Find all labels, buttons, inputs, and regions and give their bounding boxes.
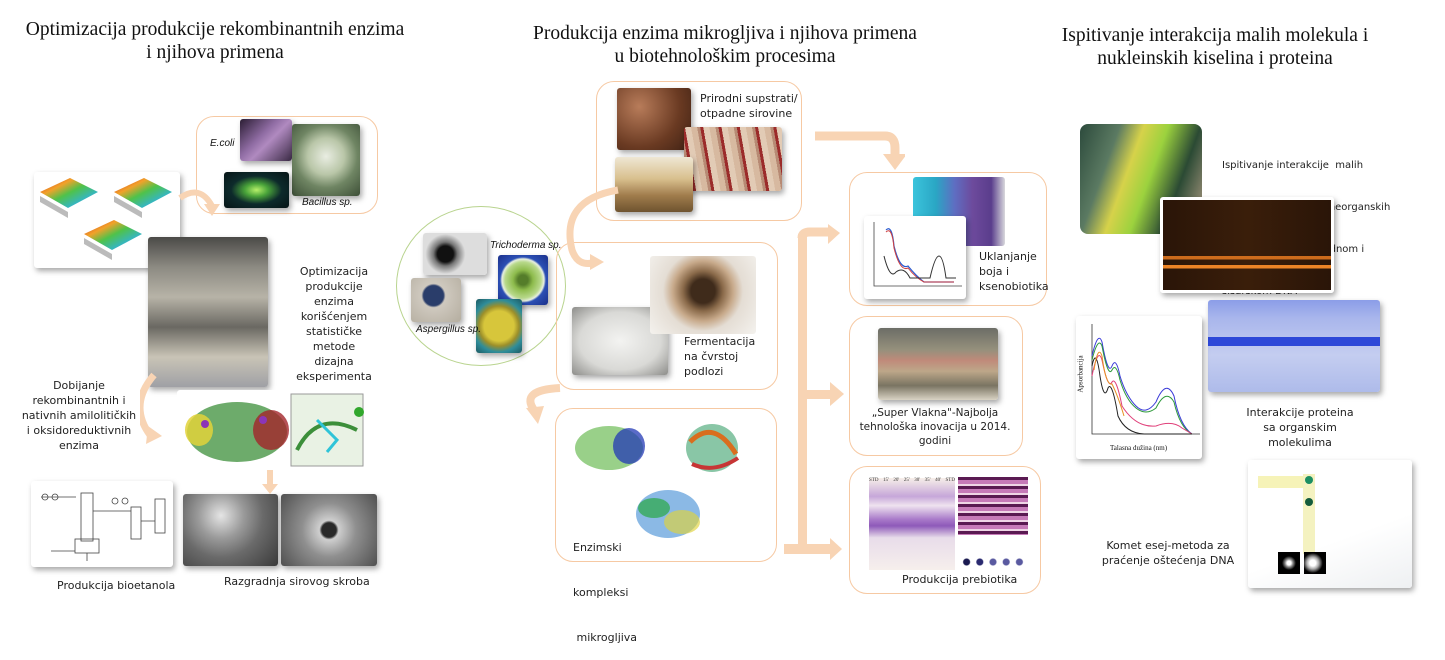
comet-image-2 xyxy=(1304,552,1326,574)
enzyme-complexes-label: Enzimski kompleksi mikrogljiva xyxy=(573,541,638,644)
arrow-head-icon xyxy=(883,154,905,170)
enzyme-complexes-structures xyxy=(575,424,740,538)
column-2-title-line1: Produkcija enzima mikrogljiva i njihova … xyxy=(533,23,917,44)
dyes-removal-label: Uklanjanje boja i ksenobiotika xyxy=(979,250,1049,293)
fungi-circle xyxy=(396,206,566,366)
agarose-gel-image xyxy=(1160,197,1334,293)
spectrum-curve-orange xyxy=(1093,351,1125,417)
tlc-plate-2 xyxy=(958,477,1028,535)
bioethanol-label: Produkcija bioetanola xyxy=(57,579,176,592)
spectrum-axes xyxy=(1091,324,1200,435)
column-3-title-line2: nukleinskih kiselina i proteina xyxy=(1097,48,1333,69)
bacterium-image xyxy=(224,172,289,208)
column-2-title: Produkcija enzima mikrogljiva i njihova … xyxy=(495,22,955,68)
arrow-down-icon xyxy=(262,484,278,494)
super-fibers-image xyxy=(878,328,998,400)
response-surface-plots xyxy=(34,172,180,268)
spectrum-ylabel: Apsorbancija xyxy=(1076,355,1085,393)
starch-sem-image-2 xyxy=(281,494,377,566)
spectrum-curve-green xyxy=(1091,342,1193,435)
arrow-surface-to-bioreactor xyxy=(178,189,215,208)
corncobs-image xyxy=(684,127,782,191)
spectrum-curve-black xyxy=(1091,357,1192,435)
comet-image-1 xyxy=(1278,552,1300,574)
aspergillus-plate-image xyxy=(423,233,487,275)
column-1-title: Optimizacija produkcije rekombinantnih e… xyxy=(0,18,430,64)
arrow-to-dyes xyxy=(828,224,840,244)
column-3-title-line1: Ispitivanje interakcija malih molekula i xyxy=(1061,25,1369,46)
starch-sem-image-1 xyxy=(183,494,278,566)
trichoderma-label: Trichoderma sp. xyxy=(490,240,562,251)
arrow-substrates-to-fermentation xyxy=(566,186,619,267)
tlc-plate-1 xyxy=(869,478,955,570)
fermentation-label: Fermentacija na čvrstoj podlozi xyxy=(684,335,756,378)
response-surface-svg xyxy=(40,178,172,260)
substrates-label: Prirodni supstrati/ otpadne sirovine xyxy=(700,92,798,120)
ecoli-image xyxy=(240,119,292,161)
starch-degradation-label: Razgradnja sirovog skroba xyxy=(224,575,370,588)
nucleoid-icon xyxy=(1305,498,1313,506)
column-2-title-line2: u biotehnološkim procesima xyxy=(614,46,836,67)
surface-plot-a xyxy=(40,178,98,208)
fermented-substrate-image xyxy=(650,256,756,334)
prebiotics-label: Produkcija prebiotika xyxy=(902,573,1018,586)
arrow-substrates-to-dyes xyxy=(815,131,905,170)
bracket-arrows xyxy=(784,224,844,560)
bioethanol-scheme-image xyxy=(31,481,173,567)
surface-plot-b xyxy=(114,178,172,208)
bioreactor-image xyxy=(148,237,268,387)
arrow-fermentation-to-complexes xyxy=(526,384,561,413)
substrates-box xyxy=(596,81,802,221)
tlc-spots xyxy=(960,538,1026,568)
enzyme-complexes-box xyxy=(555,408,777,562)
arrow-to-prebiotics xyxy=(830,538,842,560)
arrow-bioreactor-to-enzymes xyxy=(140,372,157,438)
super-fibers-label: „Super Vlakna"-Najbolja tehnološka inova… xyxy=(859,407,1011,447)
spectrum-curve-blue xyxy=(1091,337,1193,435)
prebiotics-box xyxy=(849,466,1041,594)
wheat-image xyxy=(615,157,693,212)
comet-assay-label: Komet esej-metoda za praćenje oštećenja … xyxy=(1101,539,1235,567)
hazelnuts-image xyxy=(617,88,691,150)
aspergillus-conidiophore-image xyxy=(411,278,461,322)
super-fibers-box xyxy=(849,316,1023,456)
fermentation-box xyxy=(556,242,778,390)
bacteria-box xyxy=(196,116,378,214)
conidia-image xyxy=(476,299,522,353)
optimization-label: Optimizacija produkcije enzima korišćenj… xyxy=(296,265,372,383)
surface-plot-c xyxy=(84,220,142,250)
dyes-removal-box xyxy=(849,172,1047,306)
bacillus-label: Bacillus sp. xyxy=(302,197,353,208)
spectrum-xlabel: Talasna dužina (nm) xyxy=(1110,444,1168,452)
absorbance-spectrum-chart: Apsorbancija Talasna dužina (nm) xyxy=(1076,316,1202,459)
comet-assay-scheme xyxy=(1248,460,1412,588)
ecoli-label: E.coli xyxy=(210,138,235,149)
column-1-title-line1: Optimizacija produkcije rekombinantnih e… xyxy=(25,19,405,40)
column-1-title-line2: i njihova primena xyxy=(146,42,284,63)
sds-page-gel-image xyxy=(1208,300,1380,392)
column-1-arrows xyxy=(140,189,220,444)
arrow-to-fibers xyxy=(830,382,844,406)
cell-icon xyxy=(1305,476,1313,484)
trichoderma-image xyxy=(498,255,548,305)
recombinant-enzymes-label: Dobijanje rekombinantnih i nativnih amil… xyxy=(21,379,137,452)
column-3-title: Ispitivanje interakcija malih molekula i… xyxy=(1005,24,1425,70)
dye-spectrum-image xyxy=(864,216,966,299)
protein-interaction-label: Interakcije proteina sa organskim moleku… xyxy=(1246,406,1354,449)
aspergillus-label: Aspergillus sp. xyxy=(416,324,482,335)
column-2-curved-arrows xyxy=(526,186,619,424)
spectrum-curve-pink xyxy=(1091,355,1193,435)
bacillus-plate-image xyxy=(292,124,360,196)
enzyme-structure-image xyxy=(177,390,367,470)
